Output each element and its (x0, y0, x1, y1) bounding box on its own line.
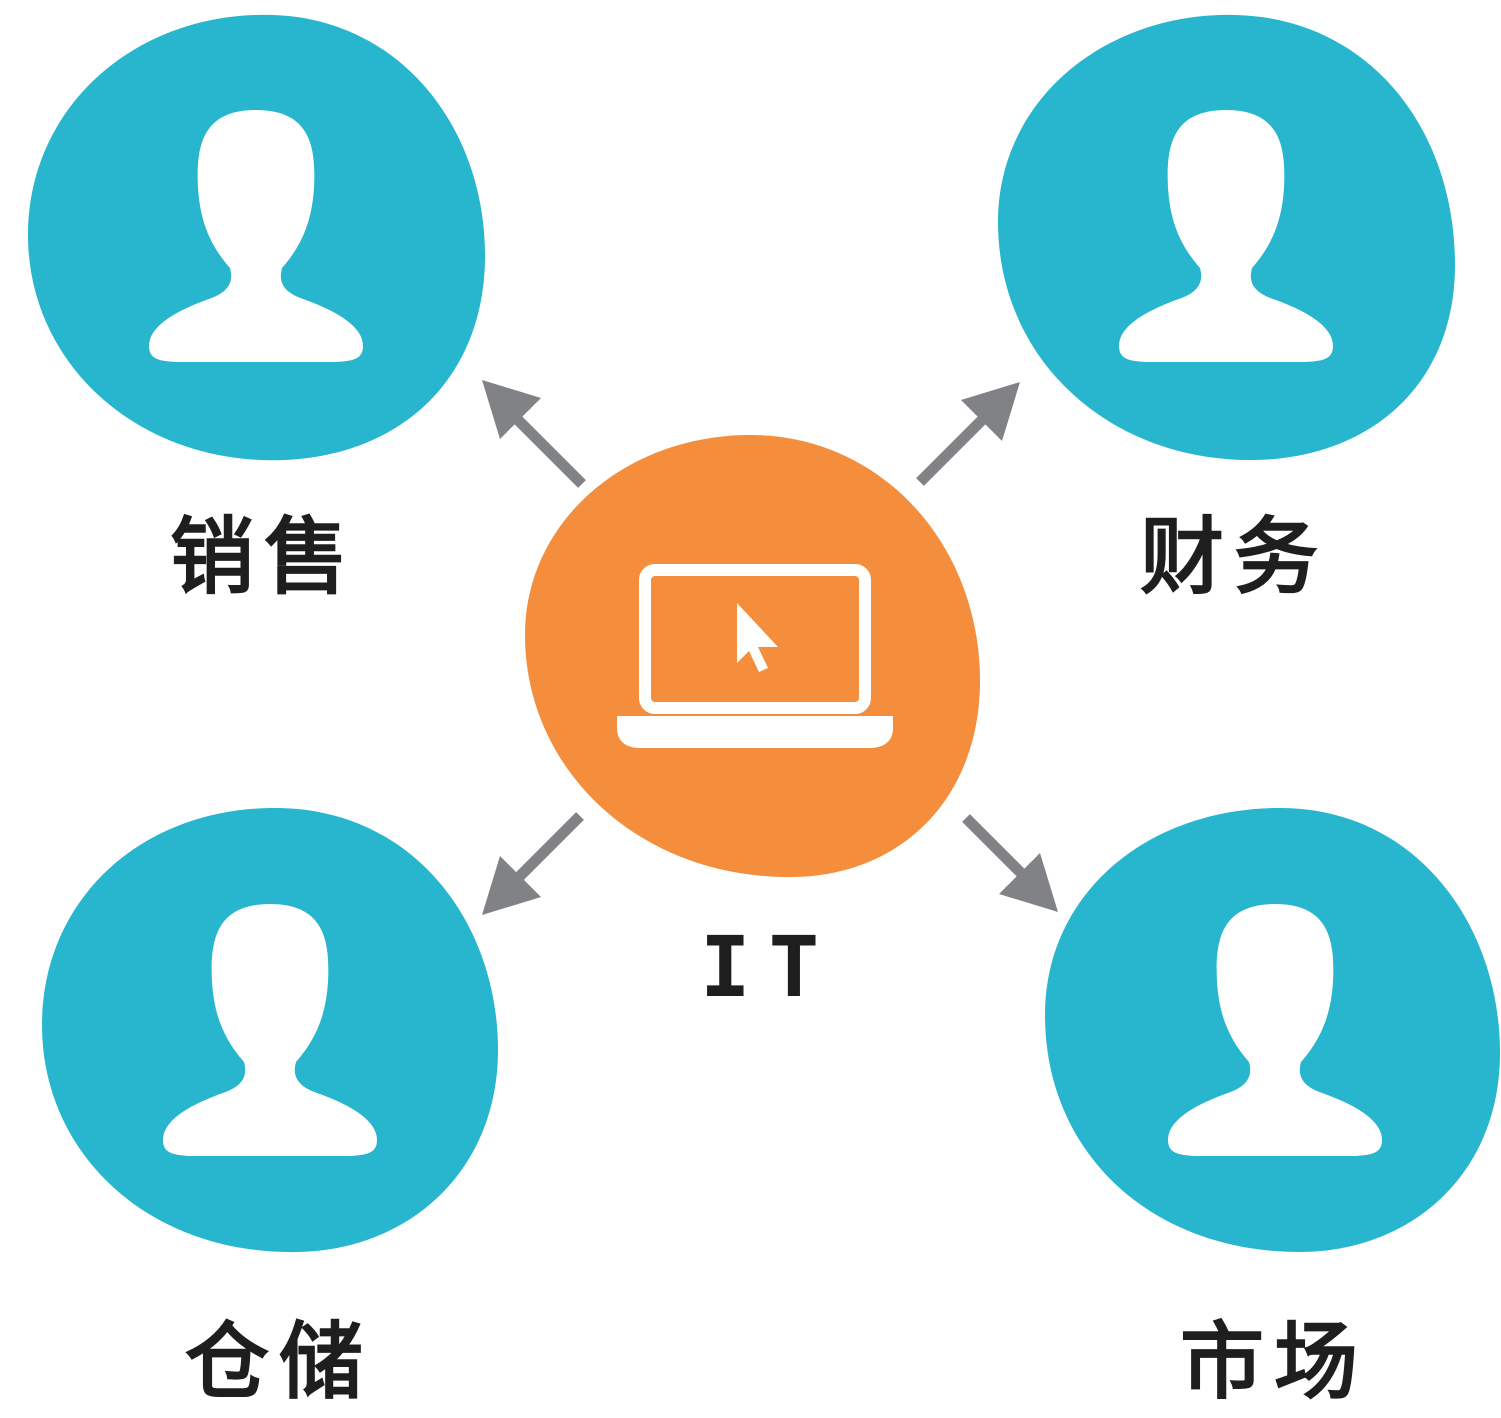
department-node-sales (28, 14, 486, 461)
department-node-warehouse (42, 807, 498, 1253)
arrow-to-marketing (962, 814, 1034, 886)
arrowhead-finance (961, 382, 1020, 441)
arrow-to-warehouse (506, 812, 584, 890)
arrow-to-sales (506, 408, 586, 488)
department-label-warehouse: 仓储 (185, 1313, 374, 1411)
department-label-finance: 财务 (1140, 508, 1329, 606)
arrowhead-sales (482, 380, 541, 439)
laptop-cursor-icon (617, 564, 893, 748)
center-label-it: IT (700, 918, 838, 1016)
arrow-to-finance (916, 406, 996, 486)
arrowhead-marketing (999, 853, 1058, 912)
department-node-marketing (1045, 807, 1501, 1252)
department-label-marketing: 市场 (1180, 1313, 1369, 1411)
it-node (525, 434, 981, 878)
arrows (506, 406, 1034, 890)
department-label-sales: 销售 (170, 508, 359, 606)
department-node-finance (998, 14, 1455, 461)
arrowhead-warehouse (482, 856, 541, 915)
